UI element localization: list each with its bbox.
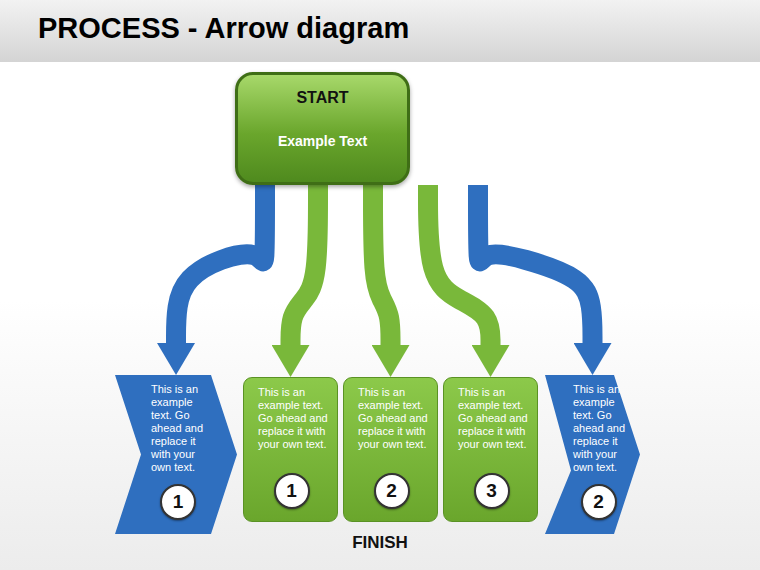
step-text: This is an example text. Go ahead and re… <box>573 383 636 474</box>
number-circle: 2 <box>374 473 410 509</box>
callout-number: 1 <box>162 486 194 518</box>
title: PROCESS - Arrow diagram <box>38 12 409 45</box>
flow-arrow <box>373 185 391 345</box>
finish-label: FINISH <box>290 533 470 553</box>
number-circle: 1 <box>160 484 196 520</box>
step-text: This is an example text. Go ahead and re… <box>151 383 215 474</box>
start-box: START Example Text <box>235 72 410 185</box>
start-text: Example Text <box>246 133 399 149</box>
callout-number: 3 <box>476 475 508 507</box>
chevron-box: This is an example text. Go ahead and re… <box>545 375 640 534</box>
flow-arrow <box>478 185 593 343</box>
step-text: This is an example text. Go ahead and re… <box>258 386 331 451</box>
process-box: This is an example text. Go ahead and re… <box>343 377 438 522</box>
callout-number: 2 <box>583 486 615 518</box>
chevron-box: This is an example text. Go ahead and re… <box>115 375 237 534</box>
flow-arrow <box>291 185 319 345</box>
number-circle: 3 <box>474 473 510 509</box>
step-text: This is an example text. Go ahead and re… <box>458 386 531 451</box>
callout-number: 1 <box>276 475 308 507</box>
start-heading: START <box>246 89 399 107</box>
title-band <box>0 0 760 62</box>
number-circle: 2 <box>581 484 617 520</box>
callout-number: 2 <box>376 475 408 507</box>
chevron-outline <box>545 375 640 534</box>
flow-arrow <box>176 185 265 343</box>
number-circle: 1 <box>274 473 310 509</box>
process-box: This is an example text. Go ahead and re… <box>243 377 338 522</box>
step-text: This is an example text. Go ahead and re… <box>358 386 431 451</box>
floor <box>0 300 760 570</box>
chevron-outline <box>115 375 237 534</box>
process-box: This is an example text. Go ahead and re… <box>443 377 538 522</box>
